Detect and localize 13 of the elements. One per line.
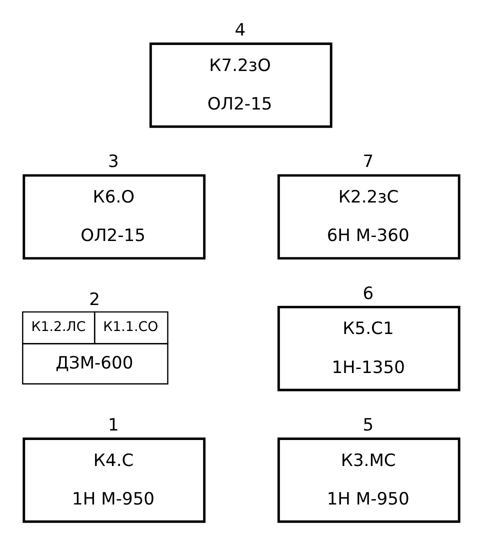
node-box: К3.МС 1Н М-950	[277, 438, 460, 523]
node-box: К7.2зО ОЛ2-15	[149, 42, 332, 128]
node-label: 3	[108, 152, 119, 172]
node-label: 2	[89, 290, 100, 310]
node-label: 5	[362, 415, 374, 436]
node-label: 1	[108, 415, 119, 436]
node-box: К2.2зС 6Н М-360	[277, 174, 460, 260]
node-label: 4	[234, 20, 246, 40]
node-label: 6	[362, 284, 374, 304]
node-box: К5.С1 1Н-1350	[277, 306, 460, 392]
node-label: 7	[362, 152, 374, 172]
node-box: К6.О ОЛ2-15	[22, 174, 206, 260]
node-box: К4.С 1Н М-950	[22, 438, 206, 523]
